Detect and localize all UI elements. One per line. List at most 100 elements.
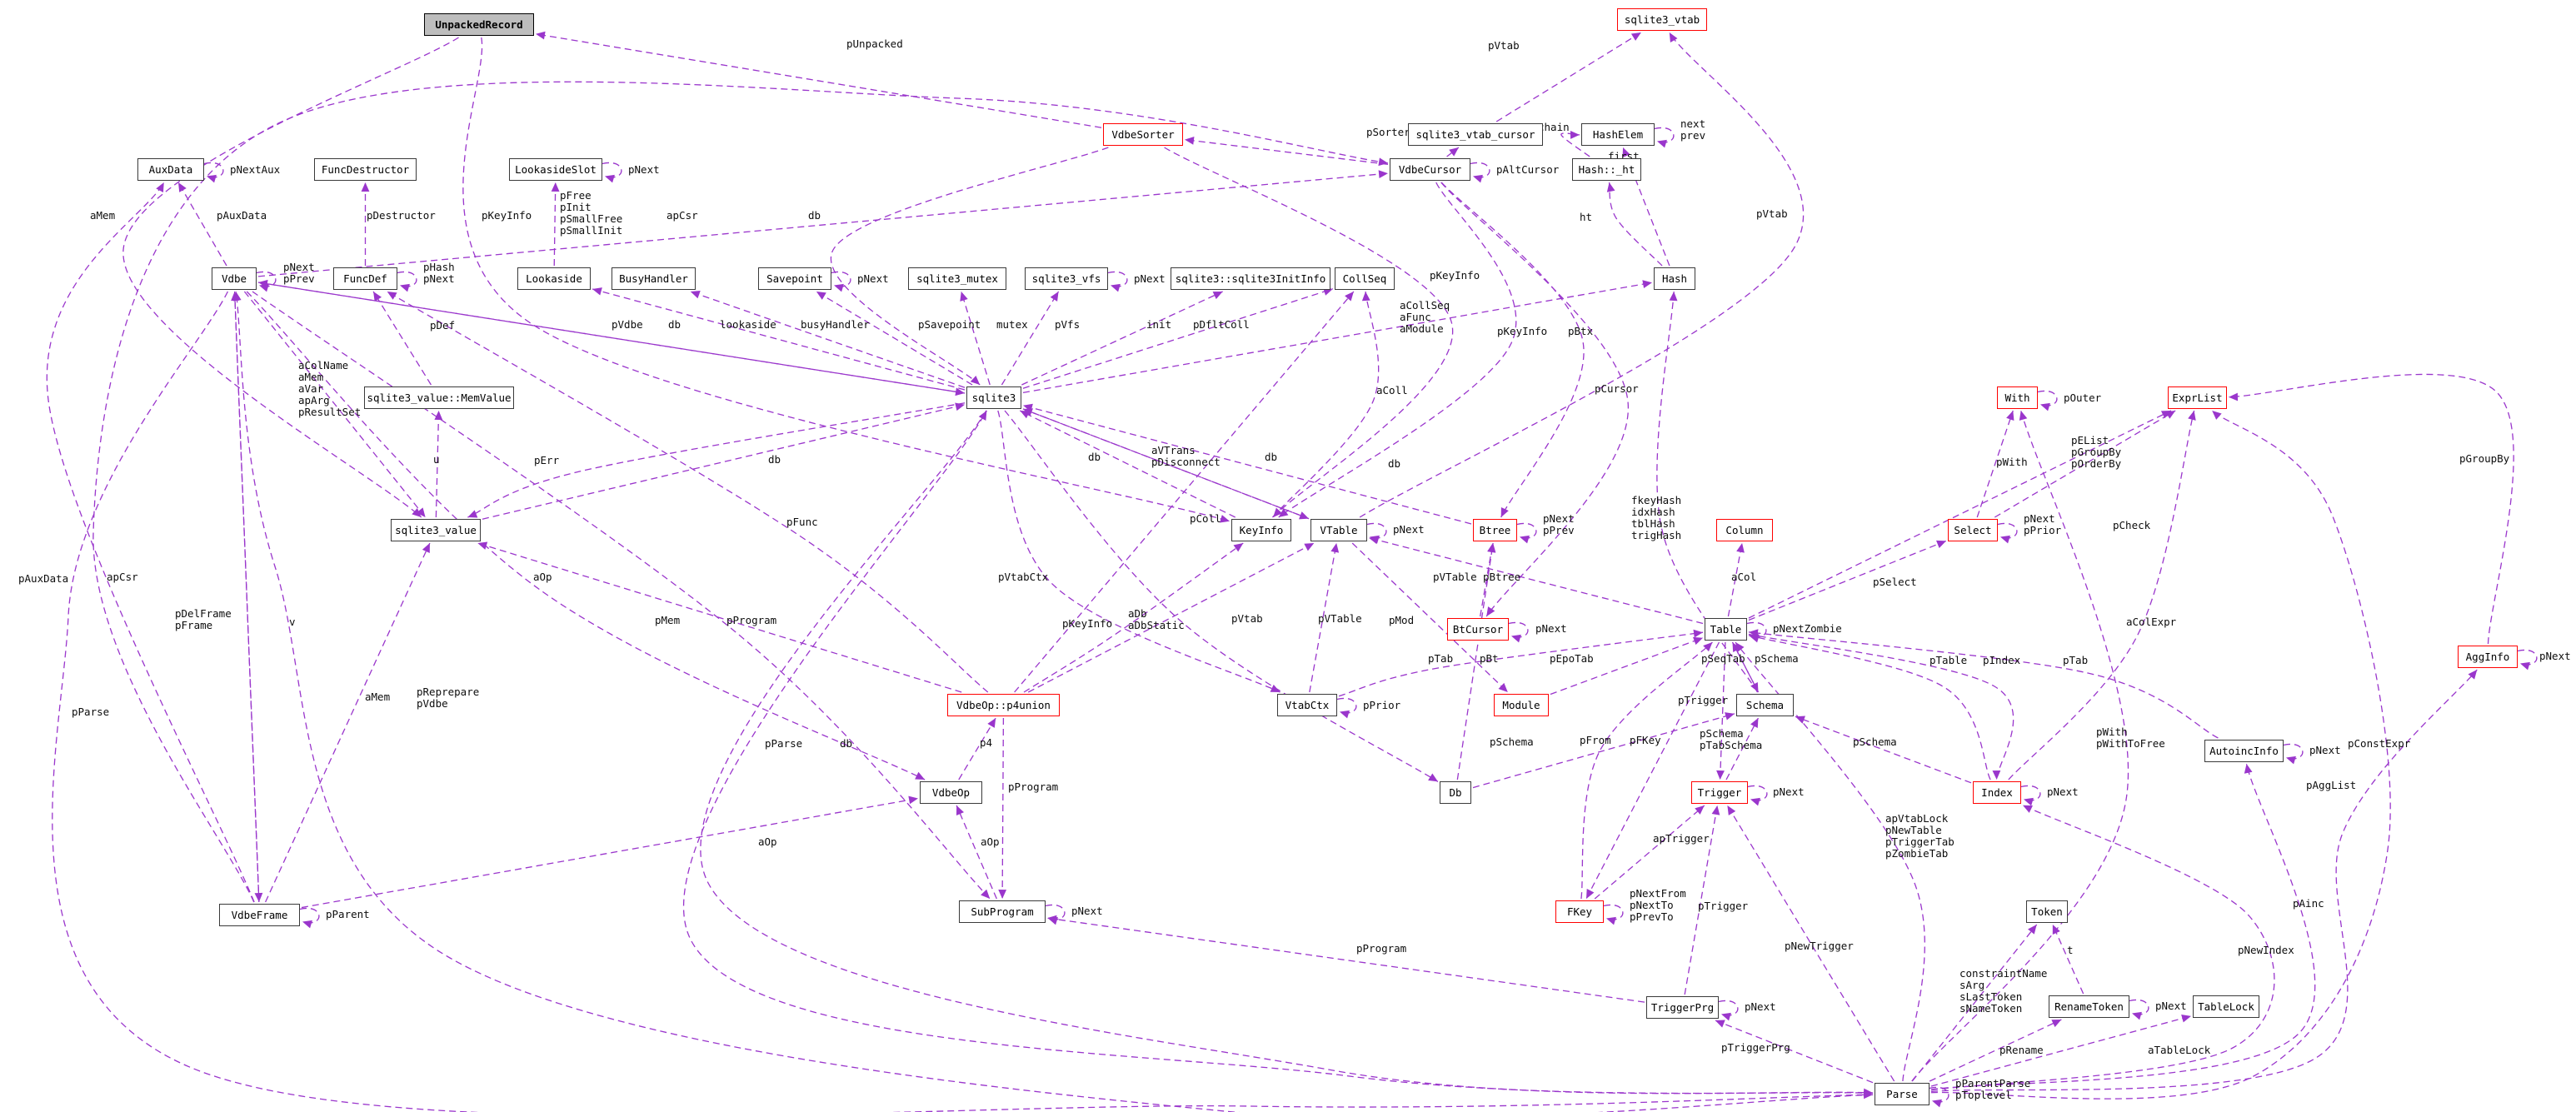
node-sqlite3_value::MemValue[interactable]: sqlite3_value::MemValue: [364, 386, 514, 409]
edge-vtabctx-vtable: [1309, 542, 1340, 693]
node-Lookaside[interactable]: Lookaside: [517, 267, 591, 290]
node-FuncDestructor[interactable]: FuncDestructor: [314, 158, 417, 181]
node-sqlite3_value[interactable]: sqlite3_value: [391, 519, 481, 541]
edge-index-exprl: [2008, 410, 2196, 780]
node-AuxData[interactable]: AuxData: [137, 158, 204, 181]
edge-db3-savep: [816, 291, 973, 386]
node-VdbeOp::p4union[interactable]: VdbeOp::p4union: [947, 694, 1060, 716]
node-sqlite3_vtab[interactable]: sqlite3_vtab: [1617, 8, 1707, 31]
node-AutoincInfo[interactable]: AutoincInfo: [2204, 740, 2284, 762]
edge-fdef-fdef: [397, 271, 417, 292]
edge-vcur-vsorter: [1184, 137, 1389, 165]
edge-vtable-db3: [1022, 408, 1310, 520]
edge-vdbeop-p4u: [958, 717, 996, 780]
edge-vtabctx-vtabctx: [1336, 697, 1357, 719]
node-LookasideSlot[interactable]: LookasideSlot: [509, 158, 602, 181]
edge-db3-vfs: [1001, 291, 1060, 386]
edge-db3-laside: [592, 287, 966, 391]
node-VTable[interactable]: VTable: [1310, 519, 1367, 541]
edge-table-index: [1748, 633, 2014, 780]
edge-lslot-lslot: [602, 162, 622, 183]
edge-vsorter-db3: [830, 147, 1109, 386]
node-VdbeFrame[interactable]: VdbeFrame: [219, 904, 300, 926]
node-Parse[interactable]: Parse: [1875, 1083, 1930, 1105]
node-Table[interactable]: Table: [1705, 618, 1747, 641]
node-Trigger[interactable]: Trigger: [1691, 781, 1748, 804]
edge-vtable-vtab: [1359, 32, 1805, 518]
node-Hash::_ht[interactable]: Hash::_ht: [1572, 158, 1641, 181]
node-CollSeq[interactable]: CollSeq: [1335, 267, 1395, 290]
node-Schema[interactable]: Schema: [1736, 694, 1794, 716]
node-VdbeCursor[interactable]: VdbeCursor: [1390, 158, 1470, 181]
node-VtabCtx[interactable]: VtabCtx: [1277, 694, 1337, 716]
edge-db3-busy: [690, 290, 966, 388]
edge-parse-vdbe: [232, 291, 1874, 1112]
node-UnpackedRecord[interactable]: UnpackedRecord: [424, 13, 534, 36]
edge-btcur-btree: [1480, 542, 1495, 617]
edge-fkey-table: [1580, 641, 1713, 900]
edge-trgprg-trigger: [1684, 805, 1720, 995]
node-Btree[interactable]: Btree: [1473, 519, 1517, 541]
edge-p4u-val: [477, 541, 962, 693]
edge-ainc-ainc: [2283, 743, 2304, 765]
edge-aux-aux: [203, 162, 224, 183]
node-KeyInfo[interactable]: KeyInfo: [1231, 519, 1291, 541]
node-BtCursor[interactable]: BtCursor: [1447, 618, 1509, 641]
node-FKey[interactable]: FKey: [1555, 900, 1604, 923]
node-Column[interactable]: Column: [1716, 519, 1773, 541]
edge-parse-ainc: [1930, 763, 2316, 1090]
edge-vframe-val: [265, 542, 431, 903]
node-BusyHandler[interactable]: BusyHandler: [612, 267, 696, 290]
edge-unpacked-keyinfo: [462, 37, 1231, 523]
edge-vframe-vcur: [92, 81, 1389, 903]
node-VdbeOp[interactable]: VdbeOp: [920, 781, 982, 804]
edge-trigger-schema: [1725, 717, 1760, 780]
edge-parse-rentok: [1929, 1019, 2062, 1082]
node-Index[interactable]: Index: [1973, 781, 2021, 804]
edge-vtable-module: [1351, 542, 1509, 693]
edge-hash-hht: [1606, 182, 1663, 267]
edge-vframe-vdbe: [231, 291, 260, 903]
edge-hht-helem: [1560, 131, 1590, 157]
edge-agg-exprl: [2228, 373, 2514, 645]
edge-vcur-vcur: [1470, 162, 1490, 183]
edge-vcur-keyinfo: [1278, 182, 1517, 518]
node-Hash[interactable]: Hash: [1654, 267, 1695, 290]
edge-vdbe-val: [243, 291, 427, 518]
node-sqlite3_vtab_cursor[interactable]: sqlite3_vtab_cursor: [1408, 123, 1543, 146]
node-sqlite3::sqlite3InitInfo[interactable]: sqlite3::sqlite3InitInfo: [1171, 267, 1330, 290]
node-VdbeSorter[interactable]: VdbeSorter: [1103, 123, 1183, 146]
node-With[interactable]: With: [1997, 386, 2038, 409]
edge-unpacked-val: [122, 37, 459, 518]
node-AggInfo[interactable]: AggInfo: [2458, 646, 2518, 668]
node-TableLock[interactable]: TableLock: [2193, 995, 2259, 1018]
node-sqlite3[interactable]: sqlite3: [966, 386, 1021, 409]
edge-agg-agg: [2517, 649, 2538, 671]
node-SubProgram[interactable]: SubProgram: [959, 900, 1046, 923]
edge-parse-token: [1911, 924, 2038, 1082]
node-Token[interactable]: Token: [2026, 900, 2068, 923]
edge-vcur-btree: [1440, 182, 1585, 518]
node-Db[interactable]: Db: [1440, 781, 1471, 804]
node-HashElem[interactable]: HashElem: [1581, 123, 1655, 146]
node-ExprList[interactable]: ExprList: [2168, 386, 2227, 409]
node-RenameToken[interactable]: RenameToken: [2049, 995, 2129, 1018]
node-sqlite3_vfs[interactable]: sqlite3_vfs: [1025, 267, 1108, 290]
node-Module[interactable]: Module: [1494, 694, 1549, 716]
node-TriggerPrg[interactable]: TriggerPrg: [1646, 996, 1719, 1019]
edge-p4u-vtable: [1027, 542, 1315, 693]
node-sqlite3_mutex[interactable]: sqlite3_mutex: [908, 267, 1006, 290]
edge-vcur-vtcur: [1446, 147, 1460, 157]
edge-vtable-vtable: [1366, 522, 1387, 544]
edge-table-trigger: [1716, 641, 1726, 780]
edge-db3-dbx: [1004, 410, 1439, 782]
edge-val-memval: [434, 410, 443, 518]
node-Savepoint[interactable]: Savepoint: [758, 267, 831, 290]
node-Select[interactable]: Select: [1948, 519, 1998, 541]
edge-btcur-btcur: [1508, 621, 1529, 643]
node-Vdbe[interactable]: Vdbe: [212, 267, 257, 290]
edge-vdbe-vcur: [257, 170, 1389, 277]
node-FuncDef[interactable]: FuncDef: [333, 267, 397, 290]
edge-vframe-aux: [46, 182, 255, 903]
